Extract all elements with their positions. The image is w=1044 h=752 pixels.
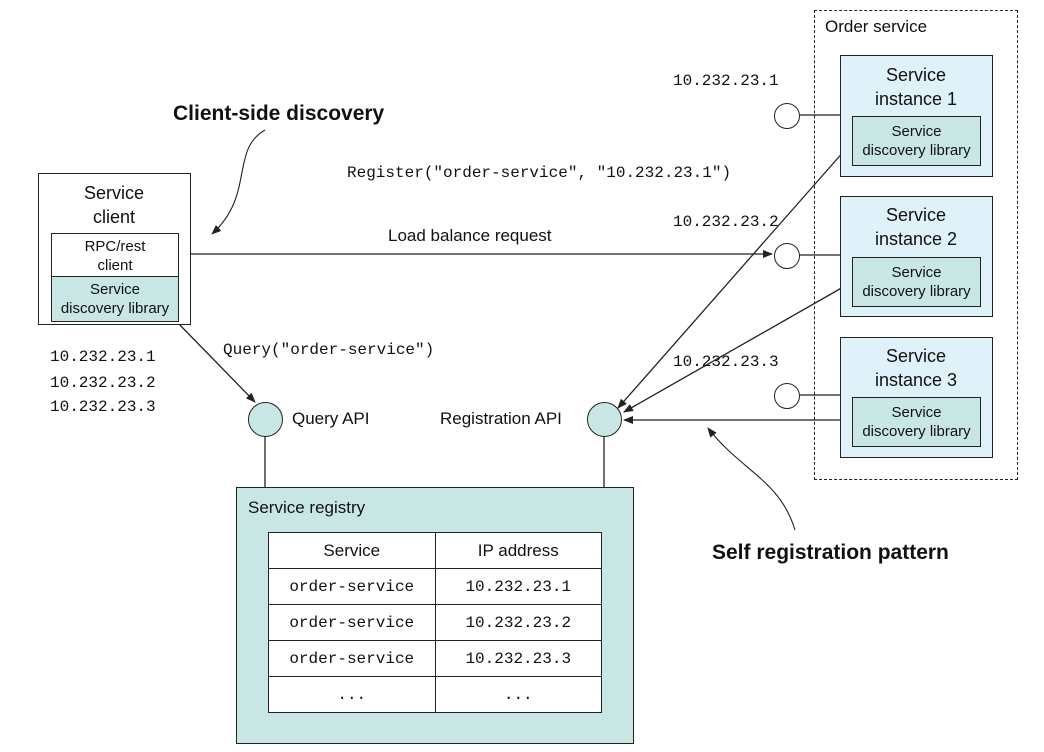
service-instance-2-line1: Service bbox=[885, 205, 947, 225]
instance-2-library-line2: discovery library bbox=[862, 283, 971, 300]
service-instance-1-line1: Service bbox=[885, 65, 947, 85]
instance-2-endpoint-circle bbox=[774, 243, 800, 269]
registration-api-label: Registration API bbox=[440, 409, 562, 428]
instance-1-endpoint-circle bbox=[774, 103, 800, 129]
registry-table: Service IP address order-service 10.232.… bbox=[268, 532, 602, 713]
query-api-circle bbox=[248, 402, 283, 437]
table-row: order-service 10.232.23.1 bbox=[268, 568, 602, 605]
client-known-ip-1: 10.232.23.1 bbox=[50, 348, 156, 366]
order-service-group bbox=[814, 10, 1018, 480]
service-instance-2: Service instance 2 Service discovery lib… bbox=[840, 196, 993, 317]
service-instance-3-line1: Service bbox=[885, 346, 947, 366]
instance-2-discovery-library: Service discovery library bbox=[852, 257, 981, 307]
service-instance-2-title: Service instance 2 bbox=[841, 203, 991, 251]
row-4-service: ... bbox=[268, 676, 436, 713]
service-instance-1-title: Service instance 1 bbox=[841, 63, 991, 111]
table-row: ... ... bbox=[268, 676, 602, 713]
client-discovery-library-box: Service discovery library bbox=[51, 276, 179, 322]
client-side-discovery-annotation: Client-side discovery bbox=[173, 102, 385, 125]
instance-1-library-line1: Service bbox=[891, 123, 942, 140]
table-row: order-service 10.232.23.3 bbox=[268, 640, 602, 677]
row-2-ip: 10.232.23.2 bbox=[434, 604, 602, 641]
client-known-ip-2: 10.232.23.2 bbox=[50, 374, 156, 392]
instance-3-discovery-library: Service discovery library bbox=[852, 397, 981, 447]
instance-3-endpoint-circle bbox=[774, 383, 800, 409]
service-registry-title: Service registry bbox=[248, 498, 366, 517]
column-header-service: Service bbox=[268, 532, 436, 569]
instance-2-ip: 10.232.23.2 bbox=[673, 213, 779, 231]
instance-3-ip: 10.232.23.3 bbox=[673, 353, 779, 371]
query-call-label: Query("order-service") bbox=[223, 341, 435, 359]
register-arrow-1 bbox=[617, 141, 853, 409]
self-registration-annotation-arrow bbox=[707, 427, 796, 531]
client-side-annotation-arrow bbox=[211, 129, 266, 235]
order-service-label: Order service bbox=[825, 17, 928, 36]
row-2-service: order-service bbox=[268, 604, 436, 641]
rpc-rest-client-line2: client bbox=[97, 256, 133, 274]
query-arrow bbox=[176, 321, 256, 403]
service-instance-2-line2: instance 2 bbox=[874, 229, 958, 249]
rpc-rest-client-box: RPC/rest client bbox=[51, 233, 179, 278]
row-4-ip: ... bbox=[434, 676, 602, 713]
service-client-box: Service client RPC/rest client Service d… bbox=[38, 173, 191, 325]
row-3-ip: 10.232.23.3 bbox=[434, 640, 602, 677]
service-instance-1-line2: instance 1 bbox=[874, 89, 958, 109]
query-api-label: Query API bbox=[292, 409, 370, 428]
instance-1-ip: 10.232.23.1 bbox=[673, 72, 779, 90]
registration-api-circle bbox=[587, 402, 622, 437]
rpc-rest-client-line1: RPC/rest bbox=[84, 237, 146, 255]
registry-header-row: Service IP address bbox=[268, 532, 602, 569]
service-instance-3-title: Service instance 3 bbox=[841, 344, 991, 392]
service-instance-3: Service instance 3 Service discovery lib… bbox=[840, 337, 993, 458]
instance-2-library-line1: Service bbox=[891, 264, 942, 281]
instance-1-discovery-library: Service discovery library bbox=[852, 116, 981, 166]
client-discovery-library-line1: Service bbox=[89, 281, 141, 298]
row-1-service: order-service bbox=[268, 568, 436, 605]
load-balance-label: Load balance request bbox=[388, 226, 552, 245]
client-discovery-library-line2: discovery library bbox=[60, 300, 170, 317]
row-1-ip: 10.232.23.1 bbox=[434, 568, 602, 605]
instance-3-library-line2: discovery library bbox=[862, 423, 971, 440]
service-registry-box: Service registry Service IP address orde… bbox=[236, 487, 634, 744]
instance-3-library-line1: Service bbox=[891, 404, 942, 421]
table-row: order-service 10.232.23.2 bbox=[268, 604, 602, 641]
row-3-service: order-service bbox=[268, 640, 436, 677]
register-call-label: Register("order-service", "10.232.23.1") bbox=[347, 164, 732, 182]
service-client-title: Service client bbox=[39, 181, 189, 229]
service-instance-1: Service instance 1 Service discovery lib… bbox=[840, 55, 993, 177]
instance-1-library-line2: discovery library bbox=[862, 142, 971, 159]
client-known-ip-3: 10.232.23.3 bbox=[50, 398, 156, 416]
service-client-title-line2: client bbox=[92, 207, 136, 227]
self-registration-annotation: Self registration pattern bbox=[712, 541, 949, 564]
service-instance-3-line2: instance 3 bbox=[874, 370, 958, 390]
column-header-ip-address: IP address bbox=[434, 532, 602, 569]
service-client-title-line1: Service bbox=[83, 183, 145, 203]
